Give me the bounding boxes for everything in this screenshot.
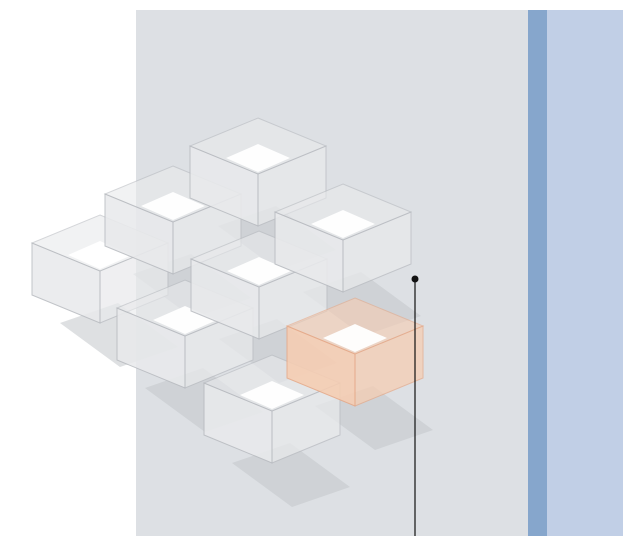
callout-dot [412, 276, 419, 283]
